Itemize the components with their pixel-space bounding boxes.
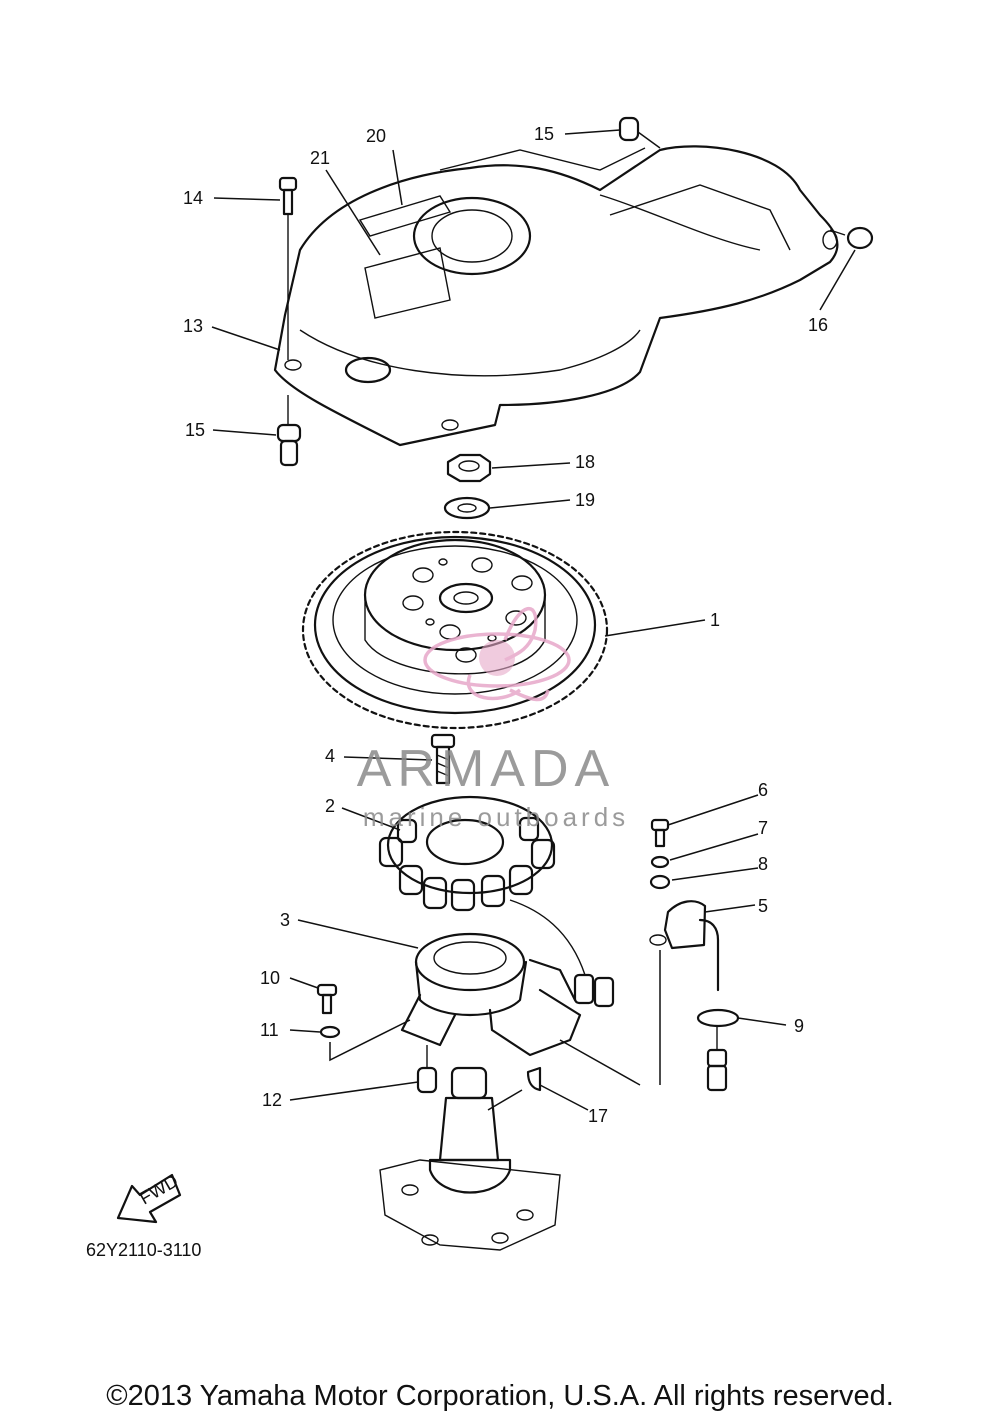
- screw-6: [650, 818, 670, 848]
- callout-9: 9: [794, 1016, 804, 1036]
- callout-4: 4: [325, 746, 335, 766]
- callout-18: 18: [575, 452, 595, 472]
- collar-12: [416, 1045, 438, 1094]
- callout-14: 14: [183, 188, 203, 208]
- washer-11: [319, 1019, 411, 1062]
- washer-19: [443, 496, 491, 520]
- plastic-band-9: [696, 1008, 740, 1092]
- crankshaft: [379, 1066, 561, 1251]
- leader-lines: [211, 129, 856, 1111]
- damper-15: [276, 395, 302, 467]
- callout-7: 7: [758, 818, 768, 838]
- armada-logo-mark: [423, 607, 571, 702]
- flywheel: [301, 530, 609, 730]
- watermark-tagline: marine outboards: [363, 802, 629, 832]
- stator-base: [400, 932, 641, 1086]
- copyright-notice: ©2013 Yamaha Motor Corporation, U.S.A. A…: [106, 1380, 894, 1412]
- washer-8: [649, 874, 671, 890]
- drawing-code: 62Y2110-3110: [86, 1240, 201, 1260]
- callout-labels: 15 20 21 14 13 16 15 18 19 1 4 2 6 7 8 5…: [183, 124, 828, 1126]
- lead-wire-holder-5: [649, 900, 720, 1085]
- callout-16-top: 15: [534, 124, 554, 144]
- callout-13: 13: [183, 316, 203, 336]
- callout-3: 3: [280, 910, 290, 930]
- forward-direction-arrow: FWD: [116, 1171, 181, 1224]
- watermark-brand: ARMADA: [357, 740, 615, 798]
- callout-10: 10: [260, 968, 280, 988]
- callout-21: 21: [310, 148, 330, 168]
- screw-10: [316, 983, 338, 1015]
- callout-15: 15: [185, 420, 205, 440]
- callout-12: 12: [262, 1090, 282, 1110]
- washer-7: [650, 855, 670, 869]
- callout-5: 5: [758, 896, 768, 916]
- callout-1: 1: [710, 610, 720, 630]
- woodruff-key-17: [526, 1066, 542, 1092]
- grommet-16-right: [829, 226, 874, 250]
- stator: [378, 795, 586, 976]
- callout-11: 11: [260, 1020, 279, 1040]
- callout-20: 20: [366, 126, 386, 146]
- callout-6: 6: [758, 780, 768, 800]
- callout-19: 19: [575, 490, 595, 510]
- callout-2: 2: [325, 796, 335, 816]
- nut-18: [446, 453, 492, 483]
- callout-17: 17: [588, 1106, 608, 1126]
- flywheel-cover: [273, 145, 839, 447]
- armada-watermark: ARMADA marine outboards: [357, 607, 629, 832]
- grommet-16-top: [618, 116, 661, 149]
- fwd-label: FWD: [136, 1171, 181, 1209]
- bolt-4: [430, 733, 456, 785]
- bolt-14: [278, 176, 298, 360]
- callout-8: 8: [758, 854, 768, 874]
- callout-16-right: 16: [808, 315, 828, 335]
